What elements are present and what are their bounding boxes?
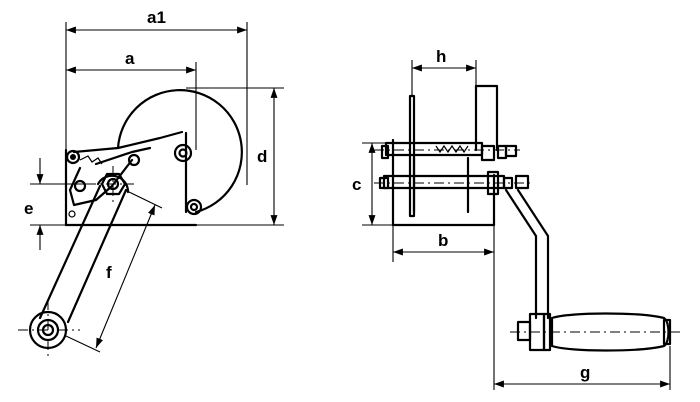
drum-disc	[116, 89, 243, 214]
bolt-upper-right	[173, 143, 193, 163]
upper-shaft-nut-right	[480, 144, 496, 162]
label-a1: a1	[147, 8, 166, 27]
front-view	[374, 84, 684, 352]
label-c: c	[352, 175, 361, 194]
dim-f: f	[65, 189, 163, 353]
dim-a: a	[66, 49, 197, 150]
bolt-pawl-pivot	[65, 149, 81, 165]
frame-bracket	[68, 158, 134, 207]
bolt-upper-right-inner	[178, 148, 188, 158]
dim-g: g	[494, 346, 671, 390]
label-a: a	[125, 49, 135, 68]
crank-arm	[38, 184, 128, 324]
crank-arm-top	[96, 174, 130, 194]
dim-a1: a1	[65, 8, 248, 185]
upper-shaft-thread	[435, 144, 469, 154]
lower-shaft	[382, 174, 506, 190]
dim-d: d	[186, 87, 284, 226]
dim-b: b	[392, 225, 495, 390]
label-e: e	[24, 199, 33, 218]
frame-top	[116, 130, 184, 150]
bolt-left-small	[73, 179, 87, 193]
dim-c: c	[352, 142, 393, 226]
label-f: f	[106, 263, 112, 282]
bolt-lower-right-inner	[189, 202, 199, 212]
bolt-lower-right	[185, 198, 203, 216]
pawl-lever	[72, 146, 152, 166]
side-view	[18, 89, 243, 360]
post-top	[474, 84, 499, 152]
upper-shaft-end	[504, 144, 518, 158]
pawl-spring	[79, 155, 103, 165]
handle-grip	[550, 312, 670, 352]
label-b: b	[438, 231, 448, 250]
dim-h: h	[411, 47, 477, 96]
bolt-pawl	[127, 153, 141, 167]
upper-shaft-nut-left	[380, 144, 390, 160]
label-h: h	[436, 47, 446, 66]
bolt-pawl-pivot-center	[70, 154, 76, 160]
hole-base	[68, 210, 76, 218]
label-d: d	[257, 147, 267, 166]
lower-shaft-end	[514, 174, 530, 190]
dim-e: e	[24, 158, 96, 250]
upper-shaft-collar	[496, 144, 508, 160]
label-g: g	[580, 363, 590, 382]
crank-arm-front	[504, 188, 550, 320]
upper-shaft	[384, 141, 484, 157]
handle-nut	[516, 320, 532, 342]
